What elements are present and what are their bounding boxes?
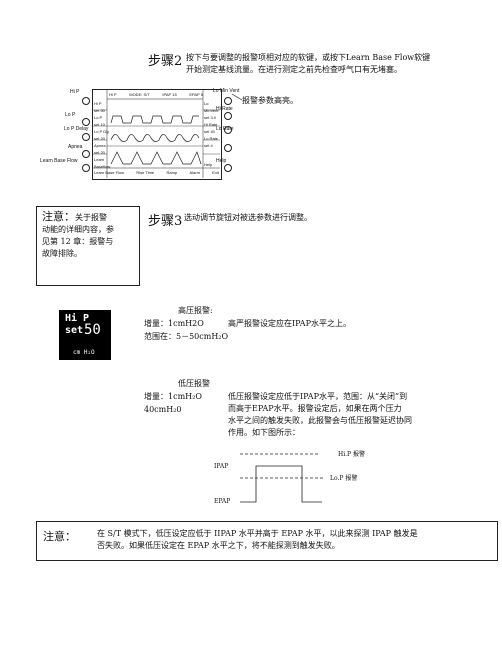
panel-lominvent-set: set 3.0 (204, 115, 217, 120)
panel-lopdly-set: set 20 (94, 136, 105, 141)
screen-header: Hi P MODE: S/T IPAP 15 EPAP 5 (109, 92, 203, 97)
label-lop-delay: Lo P Delay (64, 126, 89, 132)
hip-display-title: Hi P (65, 313, 90, 324)
step2-line1: 按下与要调整的报警项相对应的软键，或按下Learn Base Flow软键 (186, 53, 431, 62)
step2-line2: 开始测定基线流量。在进行测定之前先检查呼气口有无堵塞。 (186, 65, 402, 74)
note1-line1: 关于报警 (75, 213, 107, 222)
lo-alarm-desc: 低压报警设定应低于IPAP水平，范围：从“关闭”到 而高于EPAP水平。报警设定… (228, 391, 488, 439)
footer-exit: Exit (212, 170, 219, 175)
lo-alarm-range: 40cmH₂0 (144, 405, 182, 414)
label-learn-base-flow: Learn Base Flow (40, 158, 78, 164)
lo-alarm-desc2: 而高于EPAP水平。报警设定后，如果在两个压力 (228, 404, 402, 413)
screen-footer: Learn Base Flow Rise Time Ramp Alarm Exi… (94, 170, 219, 175)
step2-callout: 报警参数高亮。 (242, 96, 298, 105)
panel-hip: Hi P (94, 101, 102, 106)
hip-display-set-value: 50 (84, 322, 101, 338)
panel-hip-set: set 50 (94, 108, 105, 113)
lo-alarm-desc3: 水平之间的触发失败，此报警会与低压报警延迟协同 (228, 416, 412, 425)
screen-right-panel: Lo MinVent set 3.0 Hi Rate set 40 Lo Rat… (204, 100, 221, 168)
step2-title: 步骤2 (148, 54, 183, 69)
learn-base-flow-softkey[interactable] (82, 164, 90, 172)
lo-alarm-title: 低压报警 (178, 379, 210, 388)
label-apnea: Apnea (68, 144, 83, 150)
note1-label: 注意： (42, 210, 75, 223)
label-hi-rate: Hi Rate (216, 106, 233, 112)
note1-line3: 见第 12 章：报警与 (42, 237, 114, 246)
note2-line1: 在 S/T 模式下，低压设定应低于 IIPAP 水平并高于 EPAP 水平，以此… (97, 529, 418, 538)
note-box-st-mode: 注意： 在 S/T 模式下，低压设定应低于 IIPAP 水平并高于 EPAP 水… (36, 521, 498, 561)
note2-label: 注意： (43, 530, 76, 543)
note1-line2: 动能的详细内容，参 (42, 225, 114, 234)
lop-delay-softkey[interactable] (82, 133, 90, 141)
hi-alarm-desc: 高严报警设定应在IPAP水平之上。 (228, 319, 351, 328)
step3-title: 步骤3 (148, 214, 183, 229)
panel-lop: Lo P (94, 115, 103, 120)
screen-left-panel: Hi P set 50 Lo P set 10 Lo P Dly set 20 … (94, 100, 110, 170)
hi-alarm-title: 高压报警: (178, 306, 213, 315)
diagram-epap-label: EPAP (214, 498, 231, 505)
note2-line2: 否失败。如果低压设定在 EPAP 水平之下，将不能探测到触发失败。 (97, 541, 340, 550)
help-softkey[interactable] (224, 164, 232, 172)
panel-lopdly: Lo P Dly (94, 129, 110, 134)
hi-rate-softkey[interactable] (224, 112, 232, 120)
lop-softkey[interactable] (82, 118, 90, 126)
lo-alarm-desc4: 作用。如下图所示： (228, 428, 300, 437)
diagram-hip-label: Hi.P 报警 (338, 451, 366, 458)
panel-lorate-set: set 4 (204, 143, 213, 148)
screen-waveforms (93, 90, 220, 178)
lo-alarm-desc1: 低压报警设定应低于IPAP水平，范围：从“关闭”到 (228, 392, 408, 401)
step2-text: 按下与要调整的报警项相对应的软键，或按下Learn Base Flow软键 开始… (186, 52, 496, 76)
panel-lorate: Lo Rate (204, 136, 219, 141)
hi-alarm-range: 范围在：5－50cmH₂O (144, 332, 229, 341)
apnea-softkey[interactable] (82, 150, 90, 158)
ventilator-diagram: Hi P Lo P Lo P Delay Apnea Learn Base Fl… (40, 86, 240, 186)
extra-softkey[interactable] (224, 144, 232, 152)
pressure-alarm-diagram (240, 453, 324, 503)
panel-help: Help (204, 162, 213, 167)
hi-alarm-increment: 增量：1cmH2O (144, 319, 204, 328)
hip-display-set-label: set (65, 325, 84, 336)
device-screen: Hi P MODE: S/T IPAP 15 EPAP 5 Hi P set 5… (92, 89, 222, 180)
header-ipap: IPAP 15 (162, 92, 177, 97)
footer-ramp: Ramp (166, 170, 178, 175)
diagram-ipap-label: IPAP (214, 463, 229, 470)
panel-apnea-set: set 20 (94, 150, 105, 155)
label-hip: Hi P (70, 89, 80, 95)
panel-baseflow: Baseflow (94, 164, 111, 169)
footer-alarm: Alarm (189, 170, 200, 175)
note1-line4: 故障排除。 (42, 249, 82, 258)
panel-learn: Learn (94, 157, 105, 162)
hip-softkey[interactable] (82, 97, 90, 105)
diagram-lop-label: Lo.P 报警 (330, 475, 358, 482)
panel-hirate: Hi Rate (204, 122, 218, 127)
panel-lop-set: set 10 (94, 122, 105, 127)
hip-set-display: Hi P set 50 cm H₂O (59, 310, 111, 360)
callout-arrow (231, 93, 243, 101)
label-help: Help (216, 158, 227, 164)
header-hip: Hi P (109, 92, 117, 97)
label-lo-min-vent: Lo Min Vent (213, 88, 240, 94)
step3-text: 选动调节旋钮对被选参数进行调整。 (184, 213, 312, 222)
panel-hirate-set: set 40 (204, 129, 215, 134)
header-epap: EPAP 5 (189, 92, 203, 97)
lo-min-vent-softkey[interactable] (224, 97, 232, 105)
label-lo-rate: Lo Rate (216, 126, 234, 132)
panel-apnea: Apnea (94, 143, 106, 148)
note-box-alarm-details: 注意：关于报警 动能的详细内容，参 见第 12 章：报警与 故障排除。 (36, 206, 140, 286)
lo-alarm-increment: 增量：1cmH₂O (144, 392, 202, 401)
panel-lominvent: Lo MinVent (204, 101, 219, 113)
header-mode: MODE: S/T (129, 92, 150, 97)
lo-rate-softkey[interactable] (224, 126, 232, 134)
hip-display-unit: cm H₂O (73, 349, 95, 356)
label-lop: Lo P (65, 112, 76, 118)
footer-rise: Rise Time (136, 170, 155, 175)
footer-learn: Learn Base Flow (94, 170, 125, 175)
